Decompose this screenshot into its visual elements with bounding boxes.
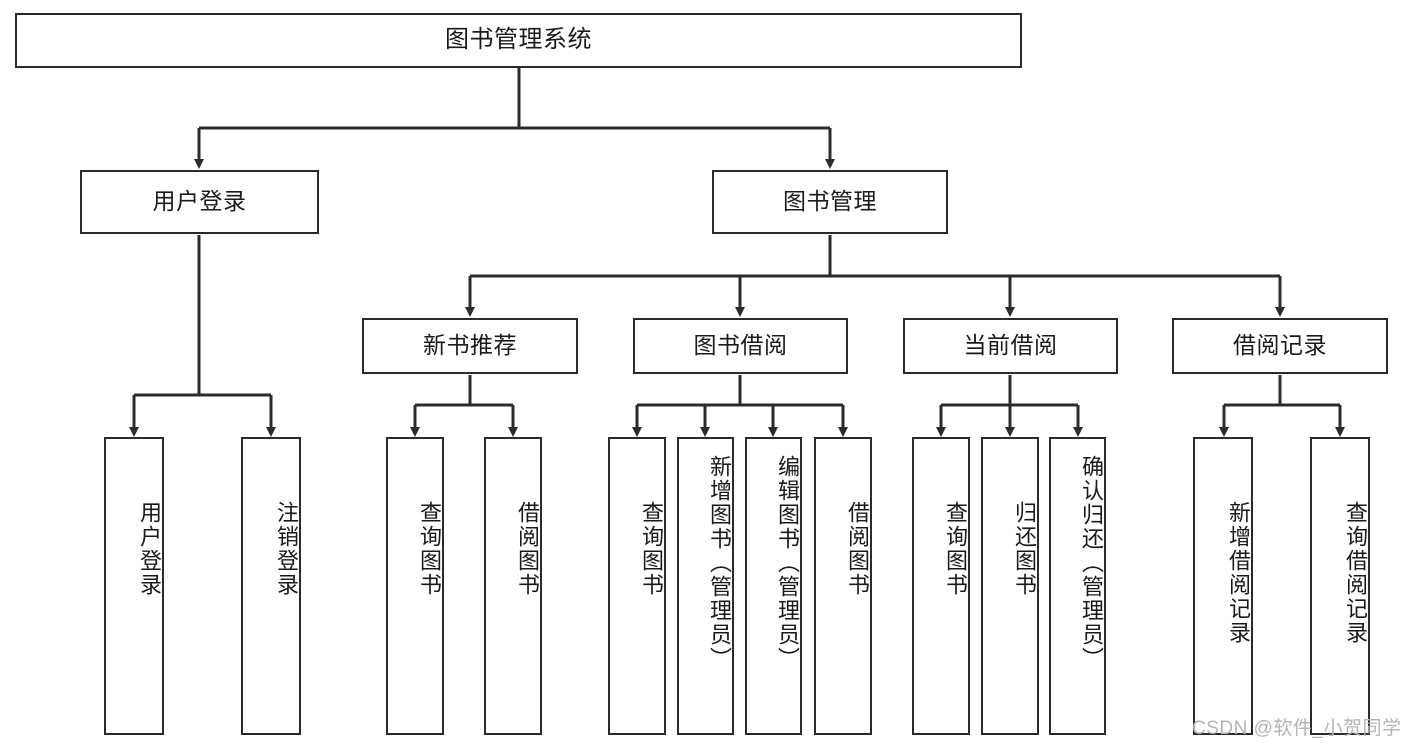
node-label: 归还图书 xyxy=(1012,501,1037,597)
node-label: 借阅图书 xyxy=(515,501,540,597)
node-label: 新增借阅记录 xyxy=(1226,501,1251,645)
node-root-book-management-system[interactable]: 图书管理系统 xyxy=(15,13,1022,68)
node-label: 图书管理系统 xyxy=(445,26,592,54)
leaf-edit-book-admin[interactable]: 编辑图书（管理员） xyxy=(745,437,802,735)
node-label: 用户登录 xyxy=(152,188,247,215)
node-user-login[interactable]: 用户登录 xyxy=(80,170,319,234)
node-label: 借阅图书 xyxy=(845,501,870,597)
node-borrowing-records[interactable]: 借阅记录 xyxy=(1172,318,1388,374)
leaf-return-books[interactable]: 归还图书 xyxy=(981,437,1039,735)
leaf-search-books-current[interactable]: 查询图书 xyxy=(912,437,970,735)
leaf-logout[interactable]: 注销登录 xyxy=(241,437,301,735)
node-book-borrowing[interactable]: 图书借阅 xyxy=(633,318,848,374)
node-label: 图书借阅 xyxy=(693,332,788,359)
leaf-search-books-recommendation[interactable]: 查询图书 xyxy=(386,437,444,735)
leaf-borrow-books-borrowing[interactable]: 借阅图书 xyxy=(814,437,872,735)
node-label: 编辑图书（管理员） xyxy=(775,455,800,671)
node-label: 新书推荐 xyxy=(423,332,517,359)
leaf-search-books-borrowing[interactable]: 查询图书 xyxy=(608,437,666,735)
node-label: 查询图书 xyxy=(417,501,442,597)
leaf-search-borrowing-record[interactable]: 查询借阅记录 xyxy=(1310,437,1370,735)
csdn-watermark: CSDN @软件_小贺同学 xyxy=(1192,718,1402,739)
node-book-management[interactable]: 图书管理 xyxy=(712,170,948,234)
node-label: 新增图书（管理员） xyxy=(707,455,732,671)
node-new-book-recommendation[interactable]: 新书推荐 xyxy=(362,318,578,374)
node-label: 查询图书 xyxy=(639,501,664,597)
node-label: 当前借阅 xyxy=(963,332,1058,359)
leaf-user-login[interactable]: 用户登录 xyxy=(104,437,164,735)
node-label: 用户登录 xyxy=(137,501,162,597)
leaf-add-borrowing-record[interactable]: 新增借阅记录 xyxy=(1193,437,1253,735)
leaf-borrow-books-recommendation[interactable]: 借阅图书 xyxy=(484,437,542,735)
node-label: 图书管理 xyxy=(783,188,877,215)
node-label: 确认归还（管理员） xyxy=(1079,455,1104,671)
node-label: 查询借阅记录 xyxy=(1343,501,1368,645)
node-label: 注销登录 xyxy=(274,501,299,597)
node-label: 借阅记录 xyxy=(1233,332,1327,359)
leaf-add-book-admin[interactable]: 新增图书（管理员） xyxy=(677,437,734,735)
leaf-confirm-return-admin[interactable]: 确认归还（管理员） xyxy=(1049,437,1106,735)
node-current-borrowing[interactable]: 当前借阅 xyxy=(903,318,1118,374)
node-label: 查询图书 xyxy=(943,501,968,597)
